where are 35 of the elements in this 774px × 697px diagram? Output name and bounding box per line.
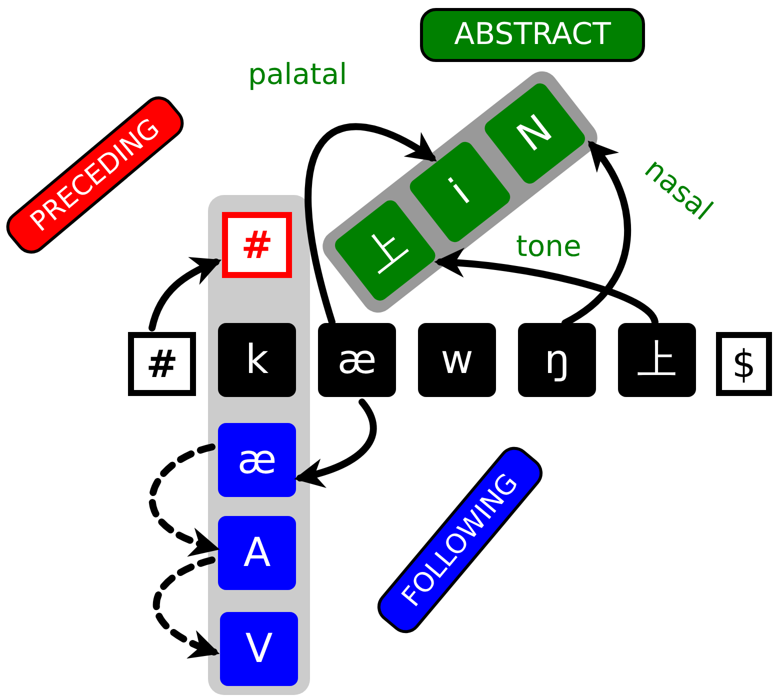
edge-label: tone [516, 232, 582, 261]
symbol-text: # [241, 226, 273, 264]
symbol-tile [222, 212, 292, 278]
arrow [434, 248, 658, 326]
symbol-text: $ [732, 345, 756, 383]
symbol-text: w [440, 340, 474, 380]
symbol-tile [218, 516, 296, 590]
symbol-tile [518, 323, 596, 397]
symbol-tile [218, 323, 296, 397]
symbol-tile [128, 332, 196, 396]
symbol-text: V [245, 629, 273, 669]
tag-text: ABSTRACT [454, 20, 611, 50]
arrow [153, 556, 220, 658]
symbol-tile [418, 323, 496, 397]
symbol-text: ŋ [544, 340, 570, 380]
symbol-text: 上 [357, 222, 414, 278]
symbol-text: k [245, 340, 269, 380]
edge-label: palatal [248, 60, 348, 89]
symbol-text: æ [337, 340, 377, 380]
symbol-tile [716, 332, 772, 396]
arrow [304, 124, 438, 326]
symbol-tile [618, 323, 696, 397]
column-band [208, 195, 310, 695]
symbol-text: 上 [637, 340, 677, 380]
symbol-tile [218, 423, 296, 497]
symbol-text: i [443, 172, 477, 211]
arrow [148, 444, 220, 556]
symbol-tile [220, 612, 298, 686]
arrow [148, 257, 222, 332]
symbol-text: æ [237, 440, 277, 480]
symbol-text: # [146, 345, 178, 383]
symbol-tile [318, 323, 396, 397]
category-tag [420, 8, 645, 62]
symbol-text: A [243, 533, 271, 573]
symbol-text: N [510, 108, 559, 158]
